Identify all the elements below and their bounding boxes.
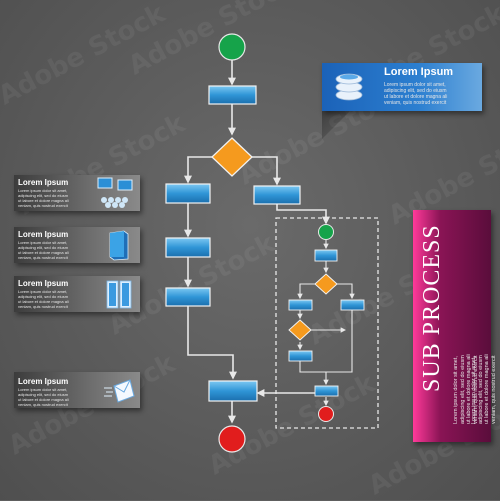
sub-decision-diamond xyxy=(314,273,338,295)
card-title: Lorem Ipsum xyxy=(384,66,454,78)
process-box xyxy=(208,85,257,105)
sub-process-box xyxy=(340,299,365,311)
sub-process-text-col2: Lorem ipsum dolor sit amet, adipiscing e… xyxy=(471,354,497,424)
sub-process-box xyxy=(288,299,313,311)
process-box xyxy=(165,183,211,204)
sub-process-text-col1: Lorem ipsum dolor sit amet, adipiscing e… xyxy=(453,354,479,424)
end-node xyxy=(218,425,246,453)
info-card: Lorem Ipsum Lorem ipsum dolor sit amet, … xyxy=(14,175,140,211)
card-body: Lorem ipsum dolor sit amet, adipiscing e… xyxy=(18,188,69,208)
card-body: Lorem ipsum dolor sit amet, adipiscing e… xyxy=(384,82,448,106)
server-rack-icon xyxy=(104,278,136,310)
server-icon xyxy=(106,229,130,261)
card-title: Lorem Ipsum xyxy=(18,377,69,386)
info-card: Lorem Ipsum Lorem ipsum dolor sit amet, … xyxy=(14,372,140,408)
sub-decision-diamond xyxy=(288,319,312,341)
info-card: Lorem Ipsum Lorem ipsum dolor sit amet, … xyxy=(14,227,140,263)
decision-diamond xyxy=(211,137,253,177)
sub-process-card: SUB PROCESS Lorem ipsum dolor sit amet, … xyxy=(413,210,497,442)
sub-process-box xyxy=(288,350,313,362)
network-computers-icon xyxy=(94,176,138,210)
card-title: Lorem Ipsum xyxy=(18,178,69,187)
info-card: Lorem Ipsum Lorem ipsum dolor sit amet, … xyxy=(14,276,140,312)
email-envelope-icon xyxy=(104,376,136,404)
database-icon xyxy=(334,71,364,103)
card-title: Lorem Ipsum xyxy=(18,230,69,239)
card-title: Lorem Ipsum xyxy=(18,279,69,288)
connector-lines xyxy=(184,60,330,424)
process-box xyxy=(165,237,211,258)
card-body: Lorem ipsum dolor sit amet, adipiscing e… xyxy=(18,387,69,407)
card-body: Lorem ipsum dolor sit amet, adipiscing e… xyxy=(18,240,69,260)
sub-connector-lines xyxy=(297,240,355,407)
sub-process-box xyxy=(314,249,338,262)
sub-process-title: SUB PROCESS xyxy=(419,224,445,392)
process-boxes xyxy=(165,85,301,402)
sub-process-box xyxy=(314,385,339,397)
sub-start-node xyxy=(318,224,334,240)
sub-end-node xyxy=(318,406,334,422)
start-node xyxy=(218,33,246,61)
process-box xyxy=(165,287,211,307)
card-body: Lorem ipsum dolor sit amet, adipiscing e… xyxy=(18,289,69,309)
process-box xyxy=(208,380,258,402)
info-card-top: Lorem Ipsum Lorem ipsum dolor sit amet, … xyxy=(322,63,482,111)
sub-process-frame xyxy=(275,217,379,429)
process-box xyxy=(253,185,301,205)
